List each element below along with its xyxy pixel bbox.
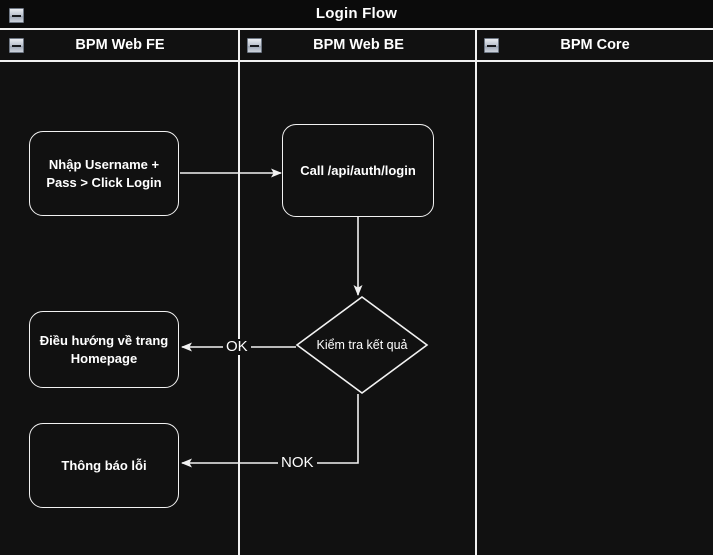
lane-header-bpm-web-be: BPM Web BE: [313, 37, 404, 53]
task-node-dieu-huong-homepage[interactable]: Điều hướng về trang Homepage: [29, 311, 179, 388]
edge-label-ok: OK: [223, 339, 251, 355]
lane-collapse-icon-bpm-web-fe[interactable]: [9, 38, 24, 53]
gateway-node-kiem-tra-ket-qua[interactable]: Kiểm tra kết quả: [295, 296, 429, 394]
gateway-diamond-shape: [295, 296, 429, 394]
pool-collapse-icon[interactable]: [9, 8, 24, 23]
lane-header-band: [0, 30, 713, 62]
lane-divider-fe-be: [238, 30, 240, 555]
pool-title-bar: Login Flow: [0, 0, 713, 30]
task-node-call-api-auth-login[interactable]: Call /api/auth/login: [282, 124, 434, 217]
lane-header-bpm-core: BPM Core: [560, 37, 630, 53]
edge-n3-n5-nok: [181, 394, 359, 468]
lane-divider-be-core: [475, 30, 477, 555]
pool-title-label: Login Flow: [315, 5, 398, 22]
lane-collapse-icon-bpm-core[interactable]: [484, 38, 499, 53]
task-node-thong-bao-loi[interactable]: Thông báo lỗi: [29, 423, 179, 508]
edge-label-nok: NOK: [278, 455, 317, 471]
task-node-nhap-username[interactable]: Nhập Username + Pass > Click Login: [29, 131, 179, 216]
lane-collapse-icon-bpm-web-be[interactable]: [247, 38, 262, 53]
lane-header-bpm-web-fe: BPM Web FE: [75, 37, 165, 53]
